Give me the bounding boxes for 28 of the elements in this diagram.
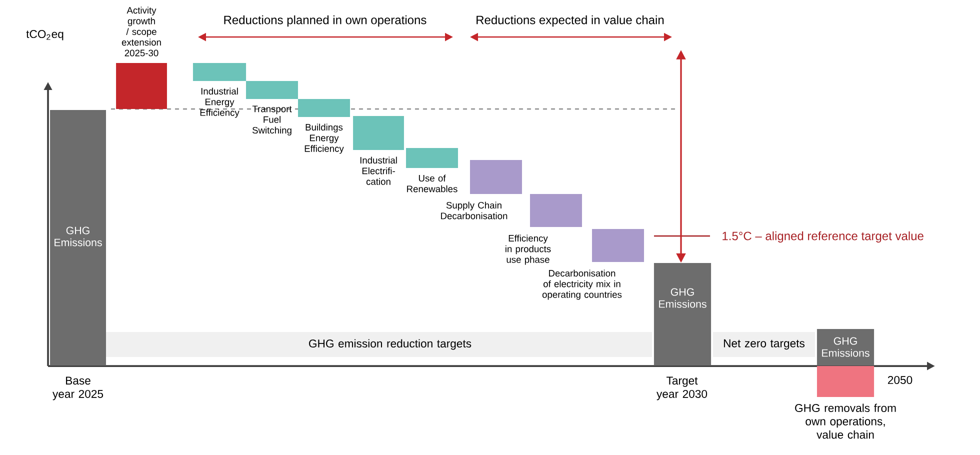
node-label: Activity growth / scope extension 2025-30 xyxy=(122,6,161,56)
reduction-bar: Buildings Energy Efficiency xyxy=(298,99,350,154)
target-band: Net zero targets xyxy=(713,332,815,358)
node-label: Efficiency in products use phase xyxy=(506,234,551,265)
axis-label: tCO$_{2}$eq xyxy=(26,30,64,40)
section-label: Reductions expected in value chain xyxy=(476,15,664,27)
node-label: Transport Fuel Switching xyxy=(252,106,292,136)
node-label: Industrial Electrifi- cation xyxy=(360,156,397,185)
reduction-bar: Transport Fuel Switching xyxy=(246,81,298,136)
emissions-bar: GHG Emissions xyxy=(654,263,712,365)
node-label: Supply Chain Decarbonisation xyxy=(441,202,508,220)
emissions-bar: GHG Emissions xyxy=(50,110,106,365)
node-label: Decarbonisation of electricity mix in operating countries xyxy=(542,270,622,300)
axis-label: Target year 2030 xyxy=(656,376,708,400)
growth-bar: Activity growth / scope extension 2025-30 xyxy=(116,6,167,109)
node-label: Buildings Energy Efficiency xyxy=(304,124,344,154)
node-label: Use of Renewables xyxy=(407,174,458,192)
section-label: Reductions planned in own operations xyxy=(224,15,426,27)
reduction-bar: Industrial Energy Efficiency xyxy=(192,63,246,118)
emissions-bar: GHG Emissions xyxy=(816,329,874,365)
reduction-bar: Industrial Electrifi- cation xyxy=(353,116,404,185)
node-label: GHG removals from own operations, value chain xyxy=(795,404,896,439)
axis-label: Base year 2025 xyxy=(52,376,104,400)
target-label: 1.5°C – aligned reference target value xyxy=(722,231,924,243)
reduction-bar: Use of Renewables xyxy=(406,148,458,192)
target-band: GHG emission reduction targets xyxy=(106,332,652,358)
node-label: Industrial Energy Efficiency xyxy=(200,88,240,118)
axis-label: 2050 xyxy=(888,376,912,384)
